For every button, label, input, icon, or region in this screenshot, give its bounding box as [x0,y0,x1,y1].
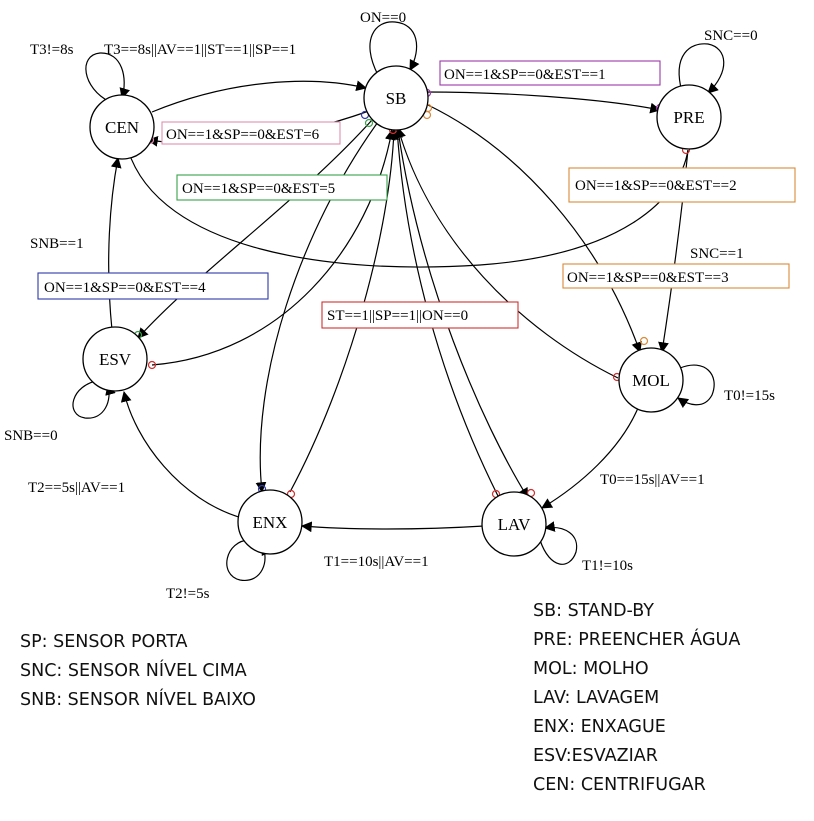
state-cen: CEN [89,94,155,160]
label-pre-self: SNC==0 [704,28,758,44]
state-label: CEN [105,118,139,137]
box-sb-to-enx [176,174,388,201]
state-label: ENX [253,513,288,532]
edge-cen-self [85,52,130,103]
box-sb-to-mol [562,263,790,289]
edge-esv-to-cen [108,156,122,331]
label-sb-to-pre: ON==1&SP==0&EST==1 [444,67,606,83]
edge-sb-to-pre [424,91,662,114]
edge-sb-to-mol [427,104,642,354]
state-lav: LAV [481,491,547,557]
state-label: LAV [498,515,531,534]
box-sb-to-esv [37,272,269,300]
port-marker [639,336,649,346]
label-boxes [37,60,796,329]
edge-esv-self [72,379,116,419]
edge-sb-to-lav [397,129,529,499]
legend-item: SB: STAND-BY [533,601,654,621]
label-enx-self: T2!=5s [166,586,210,602]
legend-item: CEN: CENTRIFUGAR [533,775,706,795]
label-cen-to-sb: T3==8s||AV==1||ST==1||SP==1 [104,42,296,58]
label-snb-1: SNB==1 [30,236,84,252]
legend-item: SNB: SENSOR NÍVEL BAIXO [20,690,256,710]
label-mol-to-lav: T0==15s||AV==1 [600,472,705,488]
edge-lav-to-enx [300,521,485,533]
box-sb-to-cen [161,121,341,145]
legend-item: PRE: PREENCHER ÁGUA [533,630,741,650]
label-lav-self: T1!=10s [582,558,633,574]
box-sb-to-pre [439,60,661,86]
label-sb-to-esv: ON==1&SP==0&EST==4 [44,280,206,296]
label-lav-to-enx: T1==10s||AV==1 [324,554,429,570]
label-sb-to-cen: ON==1&SP==0&EST=6 [166,127,320,143]
edge-mol-to-sb [395,126,619,379]
label-esv-self: SNB==0 [4,428,58,444]
state-label: ESV [99,350,132,369]
state-label: MOL [632,371,670,390]
edge-mol-self [677,364,715,408]
state-esv: ESV [82,326,148,392]
port-marker [364,118,374,128]
states: SB PRE MOL LAV ENX ESV CEN [82,65,722,557]
label-sb-to-enx: ON==1&SP==0&EST=5 [182,181,335,197]
state-mol: MOL [618,347,684,413]
edge-enx-self [226,539,272,581]
legend-sensors: SP: SENSOR PORTA SNC: SENSOR NÍVEL CIMA … [20,628,256,715]
label-cen-self: T3!=8s [30,42,74,58]
legend-item: SP: SENSOR PORTA [20,632,188,652]
label-pre-to-mol: SNC==1 [690,246,744,262]
box-sb-to-pre-est2 [568,167,796,203]
label-sb-self: ON==0 [360,10,406,26]
state-enx: ENX [237,489,303,555]
label-sb-to-pre-est2: ON==1&SP==0&EST==2 [575,178,737,194]
label-enx-to-esv: T2==5s||AV==1 [28,480,125,496]
label-mol-self: T0!=15s [724,388,775,404]
edge-cen-arc-to-pre [127,149,689,268]
edge-sb-self [369,21,420,76]
edge-sb-to-esv [137,119,373,339]
state-label: SB [386,89,407,108]
legend-item: SNC: SENSOR NÍVEL CIMA [20,661,247,681]
box-return-sb [321,301,519,329]
state-pre: PRE [656,84,722,150]
edge-lav-self [539,521,578,565]
state-sb: SB [363,65,429,131]
legend-item: ENX: ENXAGUE [533,717,666,737]
legend-states: SB: STAND-BY PRE: PREENCHER ÁGUA MOL: MO… [533,597,740,800]
edge-mol-to-lav [541,407,639,509]
state-label: PRE [673,108,704,127]
legend-item: LAV: LAVAGEM [533,688,660,708]
edge-pre-self [678,43,725,94]
label-return-sb: ST==1||SP==1||ON==0 [327,308,468,324]
transition-labels: ON==0 T3!=8s T3==8s||AV==1||ST==1||SP==1… [4,10,775,602]
edge-cen-to-sb [151,80,368,113]
edge-enx-to-esv [120,390,243,519]
legend-item: MOL: MOLHO [533,659,649,679]
label-sb-to-mol: ON==1&SP==0&EST==3 [567,270,729,286]
edge-sb-to-enx [255,121,379,494]
legend-item: ESV:ESVAZIAR [533,746,658,766]
port-marker [147,360,157,370]
